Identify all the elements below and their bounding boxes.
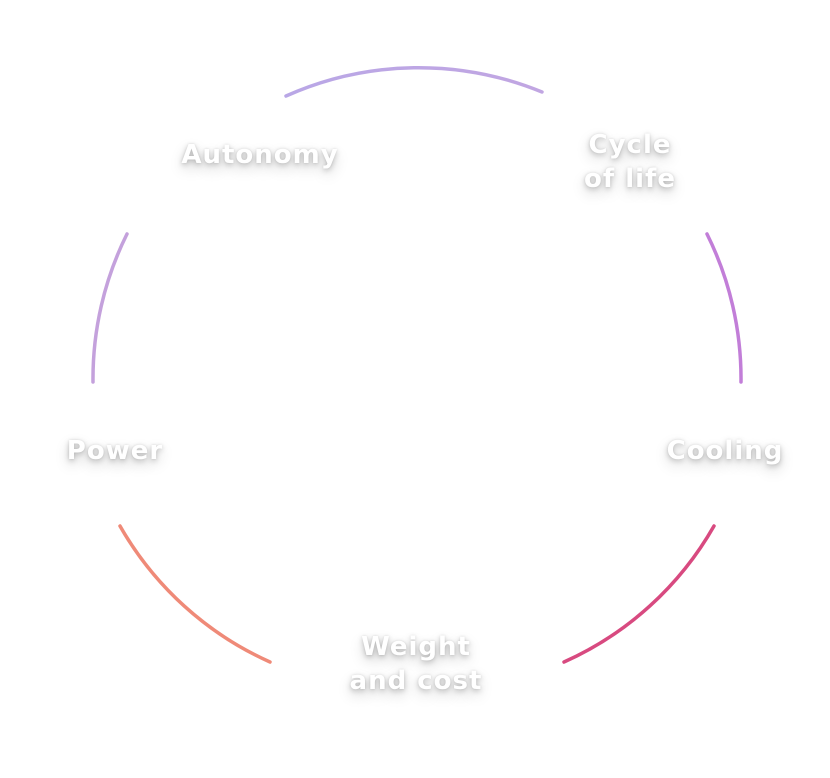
ring-arc-top xyxy=(284,65,544,98)
ring-arc-upper-right xyxy=(705,232,743,384)
label-power: Power xyxy=(66,436,164,466)
ring-arc-upper-left xyxy=(91,232,129,384)
ring-arc-lower-left xyxy=(118,524,272,664)
label-cycle-of-life: Cycle of life xyxy=(584,130,676,194)
ring-arc-lower-right xyxy=(562,524,716,664)
label-cooling: Cooling xyxy=(666,436,784,466)
label-autonomy: Autonomy xyxy=(181,140,339,170)
label-weight-and-cost: Weight and cost xyxy=(349,632,483,696)
